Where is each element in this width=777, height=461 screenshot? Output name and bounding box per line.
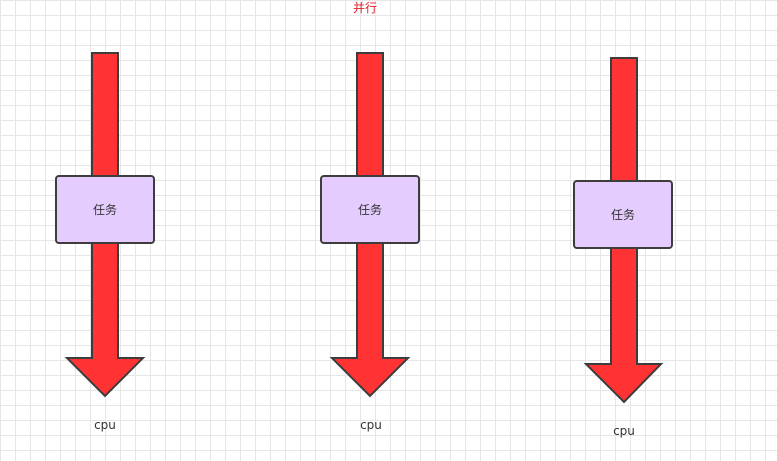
task-box-2: 任务 bbox=[320, 175, 420, 244]
task-label: 任务 bbox=[357, 203, 382, 217]
task-box-1: 任务 bbox=[55, 175, 155, 244]
diagram-title: 并行 bbox=[352, 1, 377, 15]
task-label: 任务 bbox=[610, 208, 635, 222]
cpu-label-2: cpu bbox=[360, 418, 382, 432]
task-label: 任务 bbox=[92, 203, 117, 217]
cpu-label-1: cpu bbox=[94, 418, 116, 432]
task-box-3: 任务 bbox=[573, 180, 673, 249]
cpu-label-3: cpu bbox=[613, 424, 635, 438]
